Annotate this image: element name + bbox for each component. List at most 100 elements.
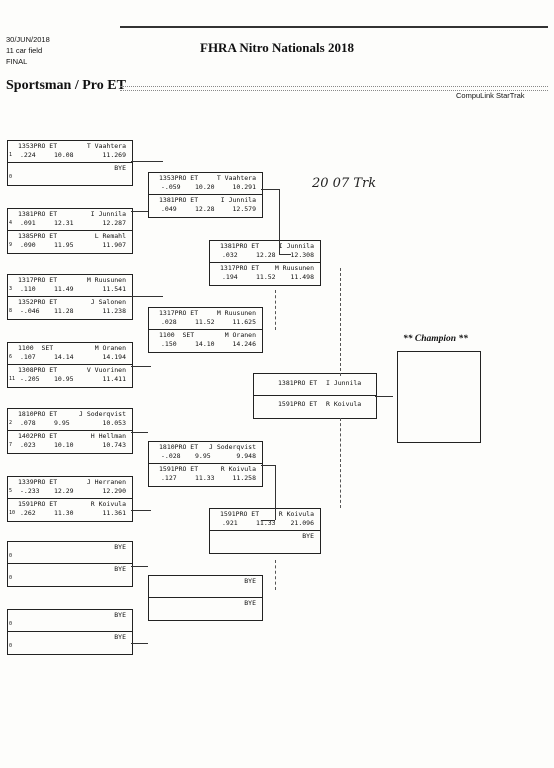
reaction-time: .032: [222, 251, 238, 259]
lane-number: 6: [9, 354, 13, 360]
driver-name: BYE: [244, 577, 256, 585]
connector-dashed-line: [340, 418, 341, 508]
dial-in: 11.30: [54, 509, 74, 517]
lane-number: 10: [9, 510, 16, 516]
elapsed-time: 9.948: [236, 452, 256, 460]
elapsed-time: 11.625: [232, 318, 256, 326]
round-name: FINAL: [6, 57, 28, 66]
car-number: 1810PRO ET: [18, 410, 58, 418]
car-number: 1339PRO ET: [18, 478, 58, 486]
dial-in: 11.49: [54, 285, 74, 293]
driver-name: J Herranen: [86, 478, 126, 486]
vendor-name: CompuLink StarTrak: [456, 91, 525, 100]
dial-in: 14.10: [195, 340, 215, 348]
lane-number: 8: [9, 308, 13, 314]
driver-name: R Koivula: [220, 465, 256, 473]
car-number: 1100 SET: [18, 344, 54, 352]
elapsed-time: 12.287: [102, 219, 126, 227]
dial-in: 9.95: [195, 452, 211, 460]
reaction-time: .921: [222, 519, 238, 527]
handwritten-note: 20 07 Trk: [312, 176, 377, 191]
driver-name: I Junnila: [278, 242, 314, 250]
elapsed-time: 14.194: [102, 353, 126, 361]
event-date: 30/JUN/2018: [6, 35, 50, 44]
car-number: 1591PRO ET: [220, 510, 260, 518]
elapsed-time: 11.907: [102, 241, 126, 249]
driver-name: BYE: [114, 611, 126, 619]
car-number: 1317PRO ET: [220, 264, 260, 272]
dial-in: 9.95: [54, 419, 70, 427]
driver-name: BYE: [114, 633, 126, 641]
connector-dashed-line: [275, 290, 276, 330]
connector-line: [275, 465, 276, 520]
car-number: 1381PRO ET: [18, 210, 58, 218]
elapsed-time: 11.238: [102, 307, 126, 315]
elapsed-time: 11.541: [102, 285, 126, 293]
driver-name: R Koivula: [90, 500, 126, 508]
elapsed-time: 12.579: [232, 205, 256, 213]
elapsed-time: 10.743: [102, 441, 126, 449]
driver-name: I Junnila: [220, 196, 256, 204]
dial-in: 10.10: [54, 441, 74, 449]
driver-name: J Salonen: [90, 298, 126, 306]
car-number: 1381PRO ET: [159, 196, 199, 204]
driver-name: BYE: [114, 543, 126, 551]
dial-in: 11.28: [54, 307, 74, 315]
elapsed-time: 11.269: [102, 151, 126, 159]
connector-line: [261, 465, 275, 466]
lane-number: 7: [9, 442, 13, 448]
dial-in: 12.28: [256, 251, 276, 259]
connector-dashed-line: [340, 268, 341, 376]
car-number: 1317PRO ET: [159, 309, 199, 317]
connector-line: [131, 296, 163, 297]
reaction-time: .150: [161, 340, 177, 348]
car-number: 1591PRO ET: [278, 400, 318, 408]
elapsed-time: 11.411: [102, 375, 126, 383]
header-top-rule: [120, 26, 548, 28]
connector-dashed-line: [275, 560, 276, 590]
car-number: 1353PRO ET: [159, 174, 199, 182]
dial-in: 10.95: [54, 375, 74, 383]
bracket-entry: BYE: [210, 531, 320, 552]
elapsed-time: 14.246: [232, 340, 256, 348]
car-number: 1591PRO ET: [159, 465, 199, 473]
dial-in: 11.33: [195, 474, 215, 482]
reaction-time: -.028: [161, 452, 181, 460]
driver-name: J Soderqvist: [79, 410, 126, 418]
champion-box: [397, 351, 481, 443]
dial-in: 14.14: [54, 353, 74, 361]
round2-match: BYE BYE: [148, 575, 263, 621]
dial-in: 12.28: [195, 205, 215, 213]
driver-name: T Vaahtera: [216, 174, 256, 182]
bracket-entry: BYE: [149, 598, 262, 619]
driver-name: M Ruusunen: [216, 309, 256, 317]
elapsed-time: 10.291: [232, 183, 256, 191]
reaction-time: .110: [20, 285, 36, 293]
driver-name: M Oranen: [224, 331, 256, 339]
reaction-time: .078: [20, 419, 36, 427]
driver-name: I Junnila: [90, 210, 126, 218]
lane-number: 0: [9, 643, 13, 649]
elapsed-time: 21.096: [290, 519, 314, 527]
lane-number: 0: [9, 553, 13, 559]
reaction-time: .090: [20, 241, 36, 249]
driver-name: BYE: [114, 565, 126, 573]
reaction-time: .194: [222, 273, 238, 281]
